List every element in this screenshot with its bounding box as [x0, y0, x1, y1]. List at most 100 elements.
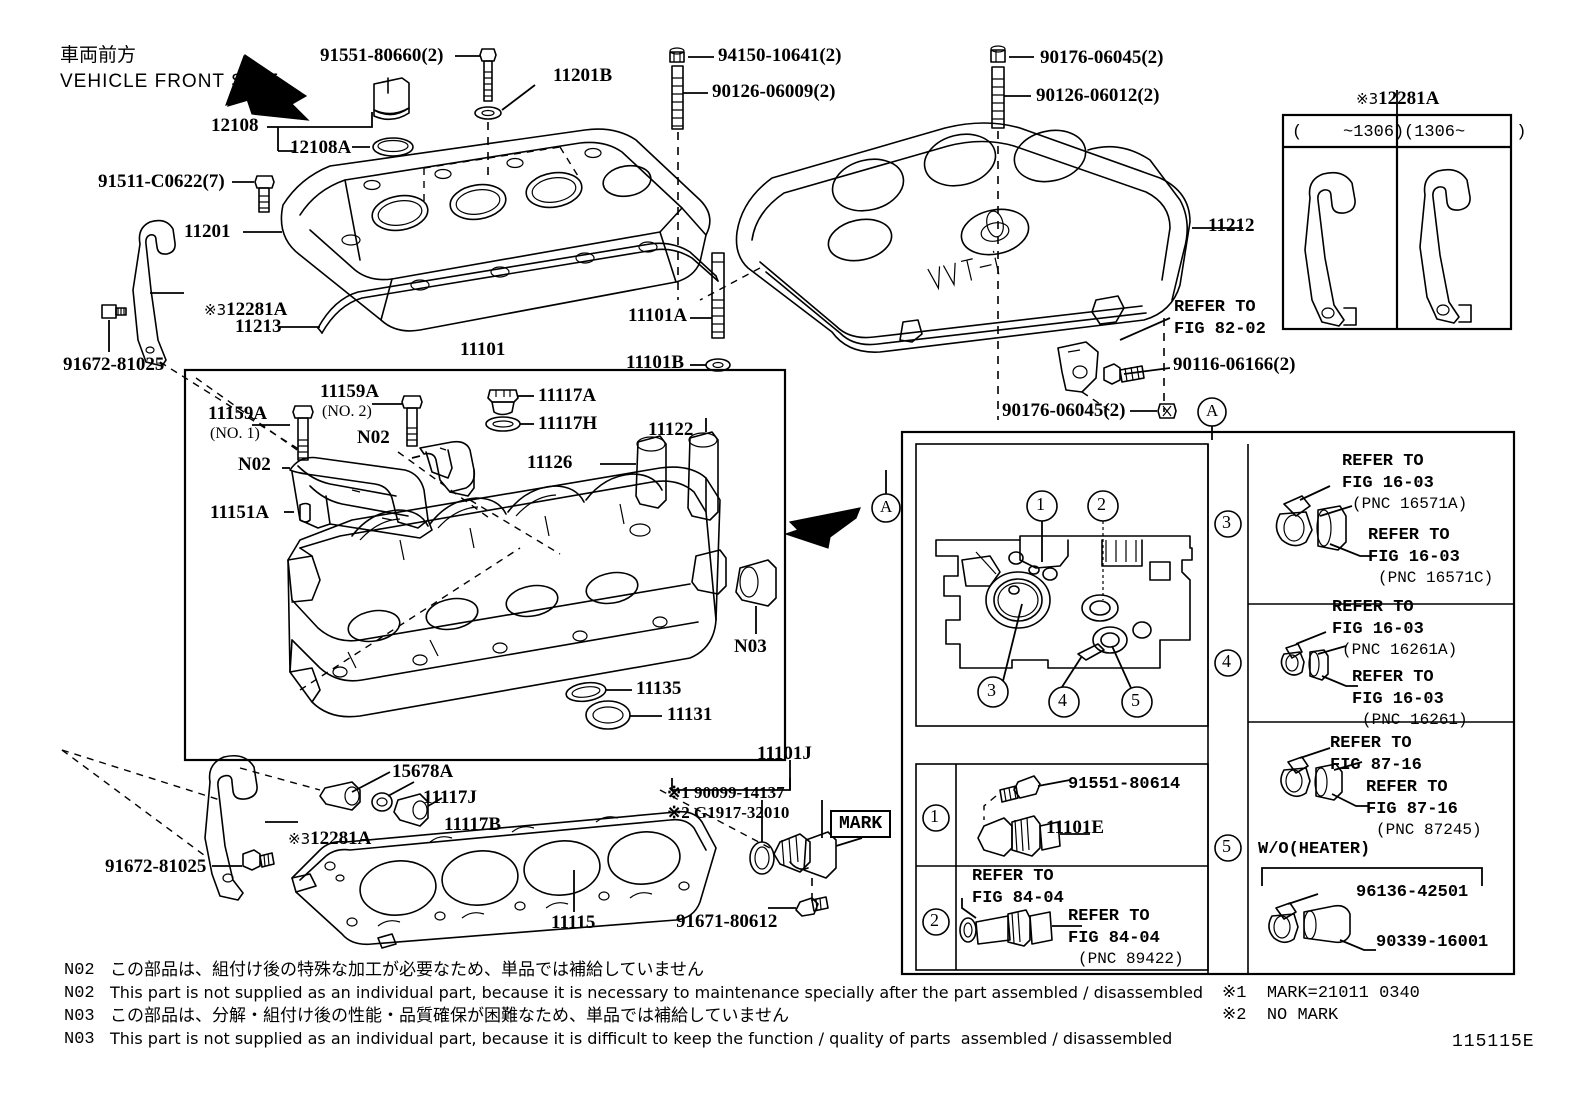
detail-2-refer-line1: REFER TO	[972, 867, 1054, 886]
detail-3-refer-line2: FIG 16-03	[1342, 474, 1434, 493]
note-text-N02-en: This part is not supplied as an individu…	[110, 983, 1204, 1002]
mark-option-2: ※2 G1917-32010	[667, 803, 790, 822]
part-11213: 11213	[235, 316, 282, 337]
part-90126-06009: 90126-06009(2)	[712, 81, 836, 102]
part-11101A: 11101A	[628, 305, 688, 326]
marker-3-prefix-upper: ※3	[204, 300, 227, 319]
part-11201: 11201	[184, 221, 231, 242]
part-11101: 11101	[460, 339, 506, 360]
detail-2-refer-line2: FIG 84-04	[972, 889, 1064, 908]
part-11159A-no2: 11159A	[320, 381, 380, 402]
note-code-N03-en: N03	[64, 1030, 95, 1049]
detail-1-part-11101E: 11101E	[1046, 817, 1105, 838]
note-ref-N02-left: N02	[238, 454, 271, 475]
detail-left-row-number-2: 2	[930, 910, 939, 930]
part-11115: 11115	[551, 912, 596, 933]
part-11117A: 11117A	[538, 385, 597, 406]
detail-5-part-96136-42501: 96136-42501	[1356, 883, 1469, 902]
detail-4-pnc-2: (PNC 16261)	[1362, 711, 1468, 729]
part-12281A-lower-number: 12281A	[310, 827, 372, 849]
part-94150-10641: 94150-10641(2)	[718, 45, 842, 66]
detail-3-pnc-1: (PNC 16571A)	[1352, 495, 1468, 513]
part-11122: 11122	[648, 419, 694, 440]
part-11159A-no2-sub: (NO. 2)	[322, 403, 372, 420]
part-11201B: 11201B	[553, 65, 613, 86]
mark-option-1: ※1 90099-14137	[667, 783, 785, 802]
part-90176-06045-mid: 90176-06045(2)	[1002, 400, 1126, 421]
detail-2-refer-line4: FIG 84-04	[1068, 929, 1160, 948]
detail-5-wo-heater: W/O(HEATER)	[1258, 840, 1371, 859]
detail-2-refer-line3: REFER TO	[1068, 907, 1150, 926]
part-12281A-lower: ※312281A	[272, 812, 371, 866]
note-mark-2: ※2 NO MARK	[1222, 1006, 1339, 1025]
variant-table-col1-header: ( ~1306)	[1292, 123, 1405, 142]
part-90126-06012: 90126-06012(2)	[1036, 85, 1160, 106]
mark-box: MARK	[830, 810, 892, 838]
detail-4-pnc-1: (PNC 16261A)	[1342, 641, 1458, 659]
part-91551-80660: 91551-80660(2)	[320, 45, 444, 66]
detail-3-refer-line4: FIG 16-03	[1368, 548, 1460, 567]
note-mark-1: ※1 MARK=21011 0340	[1222, 984, 1420, 1003]
part-91672-81025-upper: 91672-81025	[63, 354, 165, 375]
detail-4-refer-line3: REFER TO	[1352, 668, 1434, 687]
marker-3-prefix-lower: ※3	[288, 829, 311, 848]
part-91671-80612: 91671-80612	[676, 911, 778, 932]
part-11101B: 11101B	[626, 352, 685, 373]
part-12108A: 12108A	[290, 137, 352, 158]
detail-2-pnc: (PNC 89422)	[1078, 950, 1184, 968]
part-91672-81025-lower: 91672-81025	[105, 856, 207, 877]
detail-5-refer-line1: REFER TO	[1330, 734, 1412, 753]
refer-fig-82-02-line2: FIG 82-02	[1174, 320, 1266, 339]
detail-callout-1: 1	[1036, 494, 1045, 514]
detail-5-refer-line4: FIG 87-16	[1366, 800, 1458, 819]
part-11159A-no1: 11159A	[208, 403, 268, 424]
variant-table-part-number: 12281A	[1378, 87, 1440, 109]
part-11212: 11212	[1208, 215, 1255, 236]
part-11117J: 11117J	[423, 787, 477, 808]
part-12281A-upper: ※312281A	[188, 283, 287, 337]
detail-4-refer-line1: REFER TO	[1332, 598, 1414, 617]
detail-5-pnc: (PNC 87245)	[1376, 821, 1482, 839]
variant-table-col2-header: (1306~ )	[1404, 123, 1527, 142]
part-11159A-no1-sub: (NO. 1)	[210, 425, 260, 442]
detail-5-refer-line2: FIG 87-16	[1330, 756, 1422, 775]
marker-A-head: A	[880, 497, 893, 516]
detail-3-refer-line1: REFER TO	[1342, 452, 1424, 471]
detail-callout-5: 5	[1131, 690, 1140, 710]
variant-table-title: ※312281A	[1340, 72, 1439, 126]
part-11126: 11126	[527, 452, 573, 473]
note-text-N03-jp: この部品は、分解・組付け後の性能・品質確保が困難なため、単品では補給していません	[110, 1006, 789, 1026]
detail-5-part-90339-16001: 90339-16001	[1376, 933, 1489, 952]
part-12108: 12108	[211, 115, 259, 136]
note-code-N02-jp: N02	[64, 961, 95, 980]
detail-1-part-91551-80614: 91551-80614	[1068, 775, 1181, 794]
part-90176-06045-top: 90176-06045(2)	[1040, 47, 1164, 68]
part-12281A-upper-number: 12281A	[226, 298, 288, 320]
detail-5-refer-line3: REFER TO	[1366, 778, 1448, 797]
part-11117H: 11117H	[538, 413, 598, 434]
detail-callout-2: 2	[1097, 494, 1106, 514]
marker-A-cover: A	[1206, 401, 1219, 420]
detail-row-number-5: 5	[1222, 836, 1231, 856]
part-11131: 11131	[667, 704, 713, 725]
detail-4-refer-line4: FIG 16-03	[1352, 690, 1444, 709]
part-15678A: 15678A	[392, 761, 454, 782]
marker-3-prefix-table: ※3	[1356, 89, 1379, 108]
note-ref-N02-right: N02	[357, 427, 390, 448]
detail-row-number-3: 3	[1222, 512, 1231, 532]
detail-callout-4: 4	[1058, 690, 1067, 710]
note-code-N02-en: N02	[64, 984, 95, 1003]
note-code-N03-jp: N03	[64, 1007, 95, 1026]
detail-row-number-4: 4	[1222, 651, 1231, 671]
figure-id: 115115E	[1452, 1032, 1535, 1052]
part-90116-06166: 90116-06166(2)	[1173, 354, 1296, 375]
detail-left-row-number-1: 1	[930, 806, 939, 826]
vehicle-front-label-en: VEHICLE FRONT SIDE	[60, 71, 280, 92]
part-11135: 11135	[636, 678, 682, 699]
detail-4-refer-line2: FIG 16-03	[1332, 620, 1424, 639]
note-ref-N03: N03	[734, 636, 767, 657]
note-text-N03-en: This part is not supplied as an individu…	[110, 1029, 1173, 1048]
part-11151A: 11151A	[210, 502, 270, 523]
detail-3-refer-line3: REFER TO	[1368, 526, 1450, 545]
